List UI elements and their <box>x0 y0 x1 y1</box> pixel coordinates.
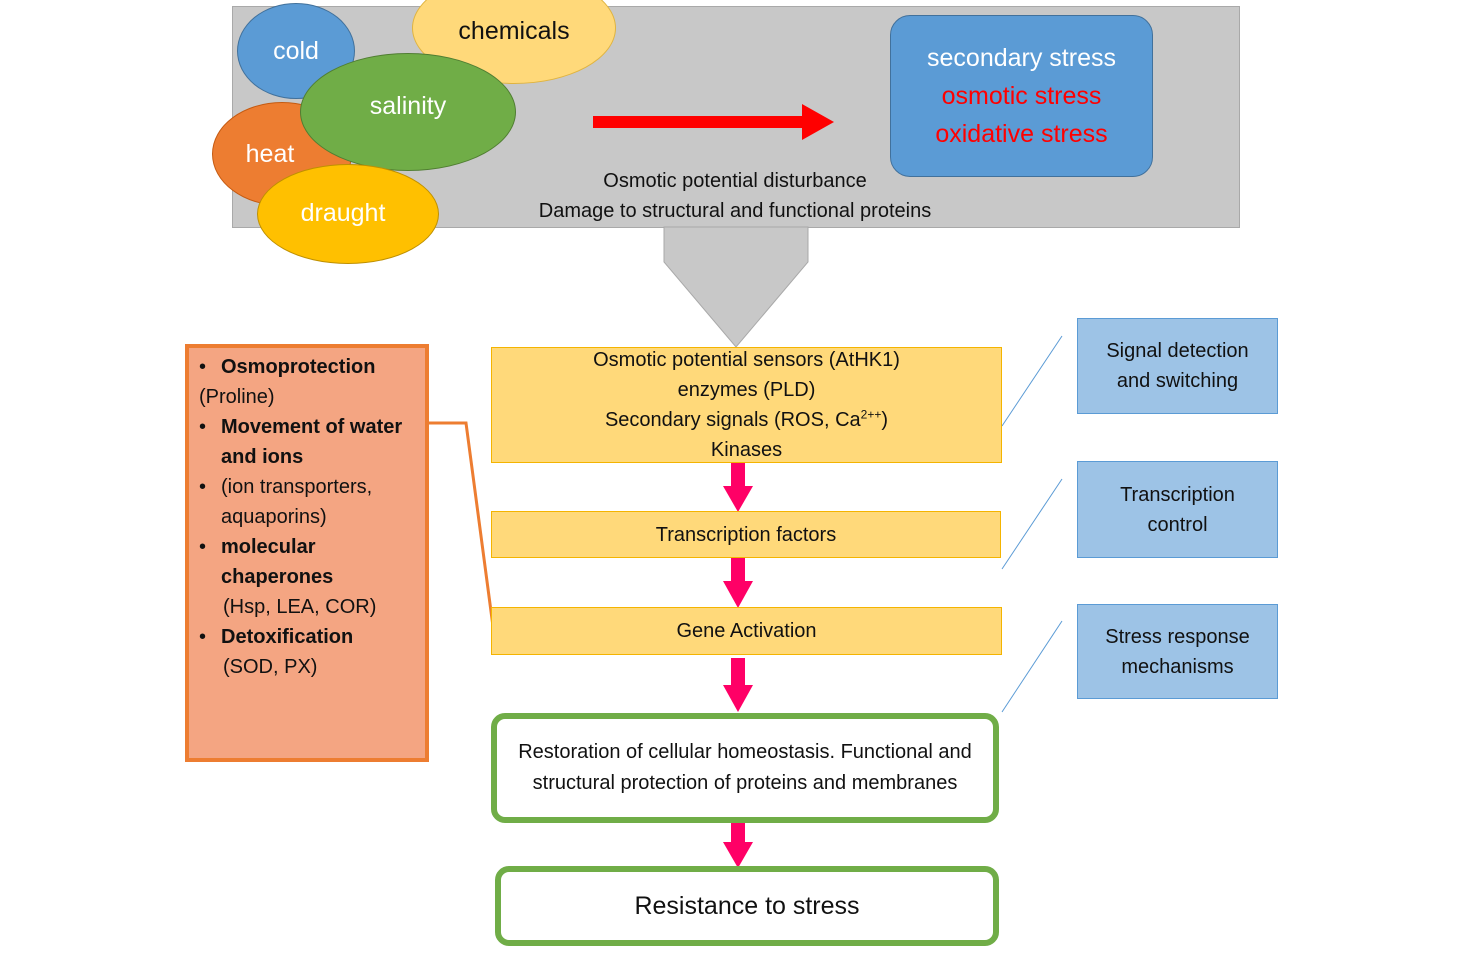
mechanism-ion-transporters: (ion transporters, <box>221 476 373 498</box>
sensors-line-3-text: Secondary signals (ROS, Ca <box>604 409 861 431</box>
mechanism-water-movement: Movement of water <box>221 416 403 438</box>
resistance-box: Resistance to stress <box>495 866 999 946</box>
stressor-salinity-label: salinity <box>369 91 447 120</box>
secondary-stress-title: secondary stress <box>927 44 1116 72</box>
sensors-line-4: Kinases <box>710 439 783 461</box>
mechanism-chaperones-detail: (Hsp, LEA, COR) <box>223 596 377 618</box>
stressor-cold-label: cold <box>273 36 319 65</box>
connector-signal <box>1001 335 1063 427</box>
gene-activation-box: Gene Activation <box>491 607 1002 655</box>
sensors-line-1: Osmotic potential sensors (AtHK1) <box>593 349 900 371</box>
transcription-factors-label: Transcription factors <box>655 523 837 546</box>
mechanism-osmoprotection-detail: (Proline) <box>199 386 275 408</box>
bullet: • <box>199 416 207 438</box>
connector-stress <box>1001 620 1063 713</box>
flow-arrow-4 <box>723 820 753 868</box>
mechanism-item: • Movement of water <box>199 412 425 442</box>
mechanism-item: • Osmoprotection <box>199 352 425 382</box>
stressor-salinity: salinity <box>300 53 516 171</box>
caption-line-1: Osmotic potential disturbance <box>603 170 867 192</box>
disturbance-caption: Osmotic potential disturbance Damage to … <box>480 166 990 226</box>
mechanism-detoxification: Detoxification <box>221 626 354 648</box>
resistance-label: Resistance to stress <box>634 891 860 920</box>
flow-arrow-2 <box>723 558 753 608</box>
transcription-factors-box: Transcription factors <box>491 511 1001 558</box>
mechanism-ion-transporters-cont: aquaporins) <box>221 506 327 528</box>
sensors-box: Osmotic potential sensors (AtHK1) enzyme… <box>491 347 1002 463</box>
signal-detection-line-1: Signal detection <box>1106 340 1249 362</box>
gene-activation-label: Gene Activation <box>676 620 817 642</box>
secondary-stress-box: secondary stress osmotic stress oxidativ… <box>890 15 1153 177</box>
mechanisms-box: • Osmoprotection (Proline) • Movement of w… <box>185 344 429 762</box>
stress-response-line-1: Stress response <box>1105 625 1250 648</box>
stressor-chemicals-label: chemicals <box>458 17 570 45</box>
mechanism-detoxification-detail: (SOD, PX) <box>223 656 318 678</box>
mechanism-chaperones-cont: chaperones <box>221 566 334 588</box>
mechanism-water-movement-cont: and ions <box>221 446 304 468</box>
stressor-heat-label: heat <box>245 139 295 168</box>
flow-arrow-3 <box>723 658 753 712</box>
sensors-line-3: Secondary signals (ROS, Ca2++) <box>605 405 888 435</box>
restoration-line-2: structural protection of proteins and me… <box>532 772 958 794</box>
funnel-arrow <box>663 226 809 348</box>
transcription-control-line-2: control <box>1147 513 1208 536</box>
stressor-draught: draught <box>257 164 439 264</box>
restoration-line-1: Restoration of cellular homeostasis. Fun… <box>518 741 972 763</box>
stress-response-line-2: mechanisms <box>1121 655 1234 678</box>
mechanism-item: • (ion transporters, <box>199 472 425 502</box>
connector-mechanisms <box>425 421 496 635</box>
signal-detection-line-2: and switching <box>1116 370 1239 392</box>
sensors-line-3-close: ) <box>881 409 889 431</box>
bullet: • <box>199 356 207 378</box>
bullet: • <box>199 536 207 558</box>
stress-response-label: Stress response mechanisms <box>1077 604 1278 699</box>
stressor-draught-label: draught <box>300 198 386 227</box>
oxidative-stress-text: oxidative stress <box>935 120 1108 148</box>
mechanism-osmoprotection: Osmoprotection <box>221 356 376 378</box>
transcription-control-line-1: Transcription <box>1120 483 1235 506</box>
mechanism-item: • molecular <box>199 532 425 562</box>
bullet: • <box>199 626 207 648</box>
calcium-superscript: 2++ <box>860 407 882 422</box>
connector-transcription <box>1001 478 1063 570</box>
signal-detection-label: Signal detection and switching <box>1077 318 1278 414</box>
mechanism-chaperones: molecular <box>221 536 316 558</box>
bullet: • <box>199 476 207 498</box>
sensors-line-2: enzymes (PLD) <box>677 379 816 401</box>
osmotic-stress-text: osmotic stress <box>941 82 1102 110</box>
caption-line-2: Damage to structural and functional prot… <box>538 200 932 222</box>
flow-arrow-1 <box>723 463 753 512</box>
transcription-control-label: Transcription control <box>1077 461 1278 558</box>
restoration-box: Restoration of cellular homeostasis. Fun… <box>491 713 999 823</box>
mechanism-item: • Detoxification <box>199 622 425 652</box>
